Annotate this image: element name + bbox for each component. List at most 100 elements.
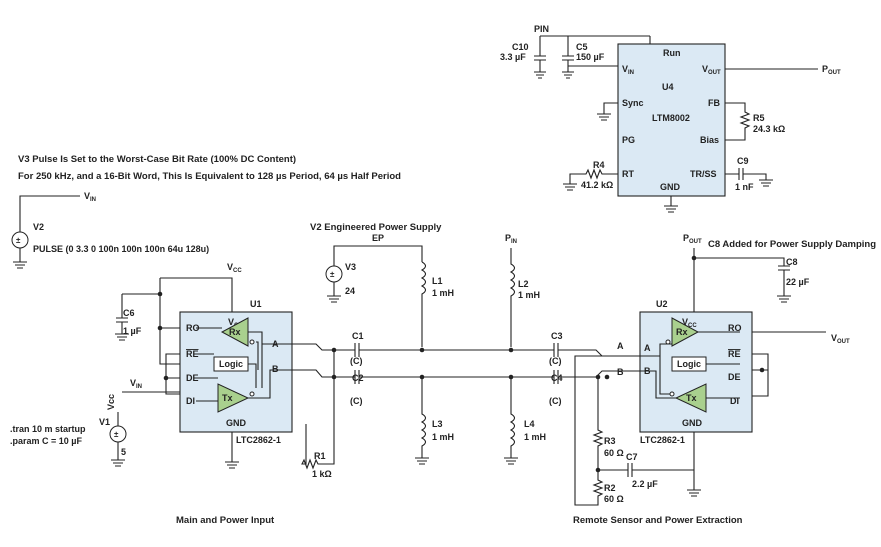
u2-pin-re: RE bbox=[728, 349, 741, 359]
u1-ground-icon bbox=[225, 432, 239, 469]
l4-value: 1 mH bbox=[524, 432, 546, 442]
ep-label: EP bbox=[372, 233, 384, 243]
c9-capacitor bbox=[725, 168, 773, 187]
u1-re-de-tie bbox=[165, 353, 180, 395]
l2-ref: L2 bbox=[518, 279, 529, 289]
u1-pin-re: RE bbox=[186, 349, 199, 359]
c4-value: (C) bbox=[549, 396, 562, 406]
u4-pin-rt: RT bbox=[622, 169, 634, 179]
u1-internal-wires bbox=[196, 327, 292, 402]
u2-tx-label: Tx bbox=[686, 393, 697, 403]
l2-inductor bbox=[509, 248, 516, 347]
c1-ref: C1 bbox=[352, 331, 364, 341]
c1-value: (C) bbox=[350, 356, 363, 366]
u2-tx-bubble bbox=[669, 391, 675, 397]
r3-value: 60 Ω bbox=[604, 448, 624, 458]
u2-part: LTC2862-1 bbox=[640, 435, 685, 445]
bus-a-label: A bbox=[617, 341, 624, 351]
u4-part: LTM8002 bbox=[652, 113, 690, 123]
u4-pin-pg: PG bbox=[622, 135, 635, 145]
u1-vin-label: VIN bbox=[130, 378, 142, 390]
v3-value: 24 bbox=[345, 286, 355, 296]
c2-ref: C2 bbox=[352, 373, 364, 383]
pin-wires bbox=[539, 35, 651, 72]
l1-inductor bbox=[420, 261, 427, 347]
c5-ref: C5 bbox=[576, 42, 588, 52]
v1-ref: V1 bbox=[99, 417, 110, 427]
u2-ground-icon bbox=[687, 432, 701, 497]
u4-pin-run: Run bbox=[663, 48, 681, 58]
v2-value: PULSE (0 3.3 0 100n 100n 100n 64u 128u) bbox=[33, 244, 209, 254]
c7-capacitor bbox=[598, 463, 694, 477]
u4-ground-icon bbox=[664, 196, 678, 213]
r1-resistor bbox=[301, 350, 335, 470]
r5-value: 24.3 kΩ bbox=[753, 124, 785, 134]
l3-value: 1 mH bbox=[432, 432, 454, 442]
c5-value: 150 µF bbox=[576, 52, 605, 62]
l2-pin-label: PIN bbox=[505, 233, 517, 245]
v3-ref: V3 bbox=[345, 262, 356, 272]
u2-pin-vcc: VCC bbox=[682, 317, 697, 329]
u1-rx-bubble bbox=[249, 339, 255, 345]
u2-pout-label: POUT bbox=[683, 233, 702, 245]
r2-ref: R2 bbox=[604, 483, 616, 493]
u1-rx-label: Rx bbox=[229, 327, 241, 337]
v1-value: 5 bbox=[121, 447, 126, 457]
u2-rx-label: Rx bbox=[676, 327, 688, 337]
u2-logic-label: Logic bbox=[677, 359, 701, 369]
u2-pin-ro: RO bbox=[728, 323, 742, 333]
u1-chip bbox=[179, 311, 293, 433]
u1-tx-label: Tx bbox=[222, 393, 233, 403]
v2-ref: V2 bbox=[33, 222, 44, 232]
coupling-cap-plates bbox=[354, 343, 559, 384]
u4-pin-sync: Sync bbox=[622, 98, 644, 108]
v1-sign: ± bbox=[114, 430, 119, 439]
u2-pin-di: DI bbox=[730, 396, 739, 406]
c8-capacitor bbox=[693, 248, 791, 312]
v3-note-line2: For 250 kHz, and a 16-Bit Word, This Is … bbox=[18, 171, 401, 182]
c10-c5-plates bbox=[534, 55, 574, 61]
u1-pin-b: B bbox=[272, 364, 279, 374]
r4-ref: R4 bbox=[593, 160, 605, 170]
u2-pin-de: DE bbox=[728, 372, 741, 382]
c6-ref: C6 bbox=[123, 308, 135, 318]
bus-b-label: B bbox=[617, 367, 624, 377]
r1-ref: R1 bbox=[314, 451, 326, 461]
v2-vin-label: VIN bbox=[84, 191, 96, 203]
ground-icon bbox=[534, 71, 574, 79]
r4-resistor bbox=[563, 168, 618, 191]
v1-wires bbox=[111, 412, 125, 467]
l3-inductor bbox=[415, 377, 429, 465]
c10-ref: C10 bbox=[512, 42, 529, 52]
u1-tx-bubble bbox=[249, 391, 255, 397]
section-right-label: Remote Sensor and Power Extraction bbox=[573, 515, 743, 526]
u2-internal-wires bbox=[640, 331, 740, 399]
bus-a-wire bbox=[292, 343, 640, 357]
u2-vout-label: VOUT bbox=[831, 333, 850, 345]
l1-ref: L1 bbox=[432, 276, 443, 286]
c6-value: 1 µF bbox=[123, 326, 142, 336]
r1-value: 1 kΩ bbox=[312, 469, 332, 479]
l2-value: 1 mH bbox=[518, 290, 540, 300]
u4-pin-trss: TR/SS bbox=[690, 169, 717, 179]
l1-value: 1 mH bbox=[432, 288, 454, 298]
v3-sign: ± bbox=[330, 270, 335, 279]
c8-note: C8 Added for Power Supply Damping bbox=[708, 239, 876, 250]
junction-dot bbox=[508, 347, 514, 353]
u1-tx-amp bbox=[217, 383, 250, 413]
u4-pin-vout: VOUT bbox=[702, 64, 721, 76]
v3-wires bbox=[327, 245, 423, 303]
u4-pin-bias: Bias bbox=[700, 135, 719, 145]
section-left-label: Main and Power Input bbox=[176, 515, 275, 526]
u1-vcc-label: VCC bbox=[227, 262, 242, 274]
v1-vcc-label: Vcc bbox=[106, 394, 116, 410]
u4-chip bbox=[617, 43, 726, 197]
u2-pin-a: A bbox=[644, 343, 651, 353]
c7-ref: C7 bbox=[626, 452, 638, 462]
c9-ref: C9 bbox=[737, 156, 749, 166]
c8-ref: C8 bbox=[786, 257, 798, 267]
c10-value: 3.3 µF bbox=[500, 52, 526, 62]
c7-value: 2.2 µF bbox=[632, 479, 658, 489]
r5-resistor bbox=[725, 102, 751, 141]
